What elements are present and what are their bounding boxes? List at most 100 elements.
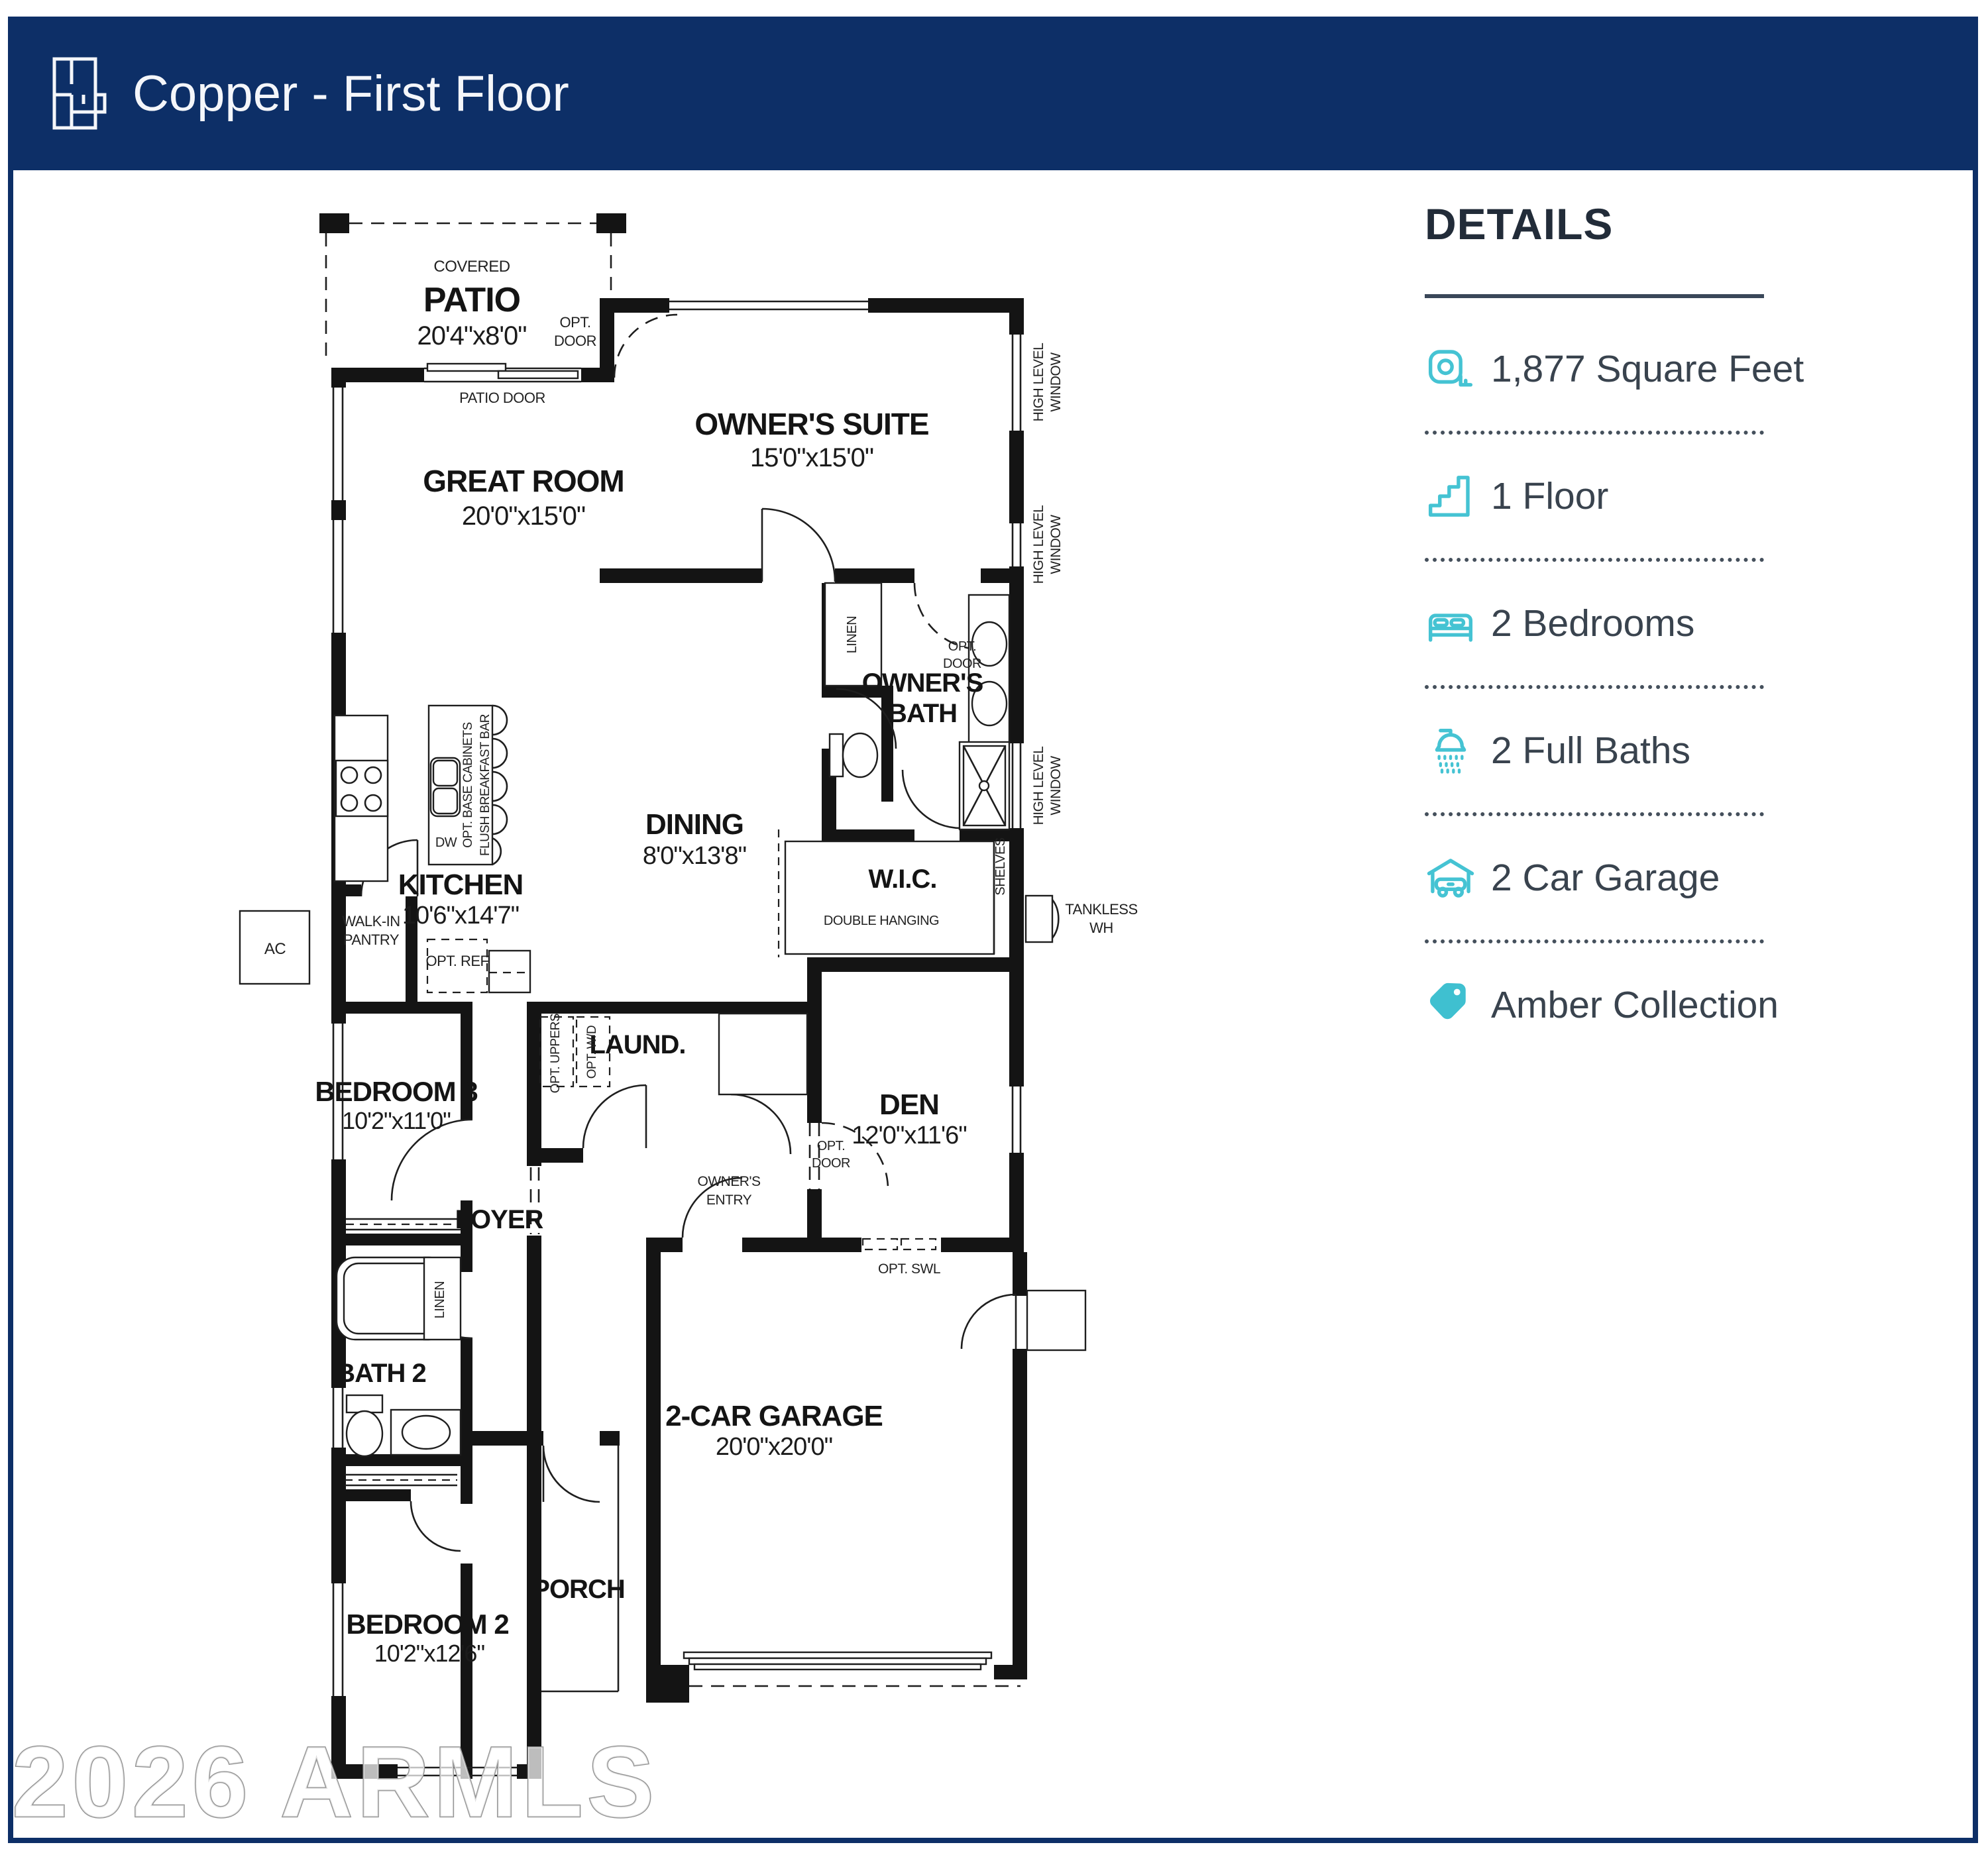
watermark: 2026 ARMLS — [12, 1726, 658, 1838]
tape-measure-icon — [1428, 350, 1473, 387]
patio-door-panel — [497, 370, 579, 380]
room-dims-bedroom2: 10'2"x12'6" — [374, 1640, 485, 1667]
label-high-level-window-3a: HIGH LEVEL — [1031, 747, 1046, 825]
detail-label: 2 Car Garage — [1491, 857, 1720, 899]
room-label-owners-suite: OWNER'S SUITE — [694, 407, 928, 441]
breakfast-bar-seats — [492, 704, 508, 866]
label-high-level-window-2b: WINDOW — [1048, 515, 1064, 574]
label-opt-swl: OPT. SWL — [878, 1261, 940, 1277]
label-opt-wd: OPT. W/D — [585, 1026, 599, 1079]
toilet — [842, 732, 879, 778]
counter — [488, 949, 531, 994]
patio-door-panel — [426, 362, 507, 372]
room-label-bedroom2: BEDROOM 2 — [346, 1609, 508, 1640]
room-dims-bedroom3: 10'2"x11'0" — [342, 1107, 451, 1134]
label-opt-door-den-1: OPT. — [817, 1139, 845, 1153]
details-divider — [1425, 294, 1764, 298]
detail-label: Amber Collection — [1491, 984, 1779, 1026]
label-flush-breakfast-bar: FLUSH BREAKFAST BAR — [478, 714, 492, 856]
room-dims-owners-suite: 15'0"x15'0" — [750, 443, 873, 472]
sink — [971, 621, 1008, 667]
floorplan-icon — [52, 57, 107, 130]
room-dims-den: 12'0"x11'6" — [852, 1122, 966, 1149]
label-owners-entry-1: OWNER'S — [697, 1174, 761, 1189]
label-double-hanging: DOUBLE HANGING — [824, 914, 939, 928]
toilet — [345, 1410, 384, 1458]
dotted-separator — [1425, 431, 1764, 435]
sink — [971, 680, 1008, 727]
shower-icon — [1435, 728, 1466, 774]
detail-floors: 1 Floor — [1425, 470, 1783, 523]
label-opt-uppers: OPT. UPPERS — [549, 1014, 563, 1093]
label-shelves: SHELVES — [993, 837, 1008, 895]
room-label-wic: W.I.C. — [869, 865, 937, 894]
label-high-level-window-1b: WINDOW — [1048, 352, 1064, 412]
walls — [319, 213, 1027, 1779]
toilet-tank — [828, 733, 844, 778]
optional-elements — [349, 313, 1021, 1687]
wic-interior — [784, 840, 995, 955]
label-opt-door-den-2: DOOR — [812, 1156, 850, 1171]
detail-collection: Amber Collection — [1425, 979, 1783, 1032]
annotations: PATIO DOOR OPT. DOOR HIGH LEVEL WINDOW H… — [264, 314, 1138, 1318]
room-label-great-room: GREAT ROOM — [423, 464, 624, 498]
dotted-separator — [1425, 685, 1764, 689]
label-high-level-window-2a: HIGH LEVEL — [1031, 505, 1046, 584]
label-owners-entry-2: ENTRY — [706, 1192, 752, 1208]
header-bar: Copper - First Floor — [8, 17, 1978, 170]
closets-misc — [239, 910, 1087, 1693]
car-garage-icon — [1427, 859, 1474, 898]
tag-icon — [1429, 982, 1466, 1020]
room-label-bedroom3: BEDROOM 3 — [315, 1076, 477, 1107]
toilet-tank — [345, 1394, 384, 1414]
dotted-separator — [1425, 939, 1764, 943]
label-opt-door-patio-1: OPT. — [560, 314, 591, 331]
dotted-separator — [1425, 812, 1764, 816]
detail-square-feet: 1,877 Square Feet — [1425, 343, 1804, 396]
detail-label: 1 Floor — [1491, 475, 1609, 517]
detail-baths: 2 Full Baths — [1425, 724, 1783, 777]
room-dims-garage: 20'0"x20'0" — [716, 1433, 832, 1461]
room-label-dining: DINING — [645, 808, 744, 841]
label-opt-door-bath-2: DOOR — [943, 657, 981, 671]
label-linen-owners: LINEN — [845, 616, 859, 653]
label-walk-in-1: WALK-IN — [342, 913, 400, 929]
entry-closet — [718, 1012, 808, 1096]
tankless-water-heater — [1024, 894, 1054, 943]
label-high-level-window-1a: HIGH LEVEL — [1031, 343, 1046, 422]
room-label-patio: PATIO — [423, 281, 520, 319]
bath-fixtures — [784, 582, 1060, 955]
label-dw: DW — [435, 835, 457, 850]
room-label-porch: PORCH — [532, 1575, 624, 1604]
garage-door — [683, 1651, 993, 1660]
detail-bedrooms: 2 Bedrooms — [1425, 597, 1783, 650]
bath2-fixtures — [335, 1256, 462, 1458]
detail-garage: 2 Car Garage — [1425, 851, 1783, 904]
room-label-owners-bath-1: OWNER'S — [862, 668, 983, 698]
dotted-separator — [1425, 558, 1764, 562]
detail-label: 1,877 Square Feet — [1491, 348, 1804, 390]
room-label-laundry: LAUND. — [589, 1030, 685, 1059]
label-patio-door: PATIO DOOR — [459, 390, 545, 406]
label-opt-base-cabinets: OPT. BASE CABINETS — [461, 722, 475, 848]
detail-label: 2 Full Baths — [1491, 729, 1690, 772]
sink — [401, 1414, 451, 1450]
room-label-den: DEN — [879, 1088, 939, 1121]
page-title: Copper - First Floor — [133, 65, 569, 122]
linen-closet — [824, 582, 883, 687]
label-opt-door-bath-1: OPT. — [948, 639, 976, 654]
room-label-foyer: FOYER — [455, 1205, 544, 1234]
label-tankless-2: WH — [1089, 920, 1113, 936]
room-dims-dining: 8'0"x13'8" — [643, 842, 746, 870]
kitchen-fixtures — [333, 704, 531, 994]
detail-label: 2 Bedrooms — [1491, 602, 1695, 645]
room-label-patio-qualifier: COVERED — [433, 258, 510, 276]
ac-unit — [239, 910, 311, 985]
garage-stoop — [1026, 1289, 1087, 1352]
label-opt-ref: OPT. REF — [425, 953, 488, 969]
door-swings — [360, 507, 1017, 1552]
room-label-garage: 2-CAR GARAGE — [665, 1400, 883, 1432]
label-ac: AC — [264, 940, 286, 958]
patio-structure — [325, 222, 612, 383]
